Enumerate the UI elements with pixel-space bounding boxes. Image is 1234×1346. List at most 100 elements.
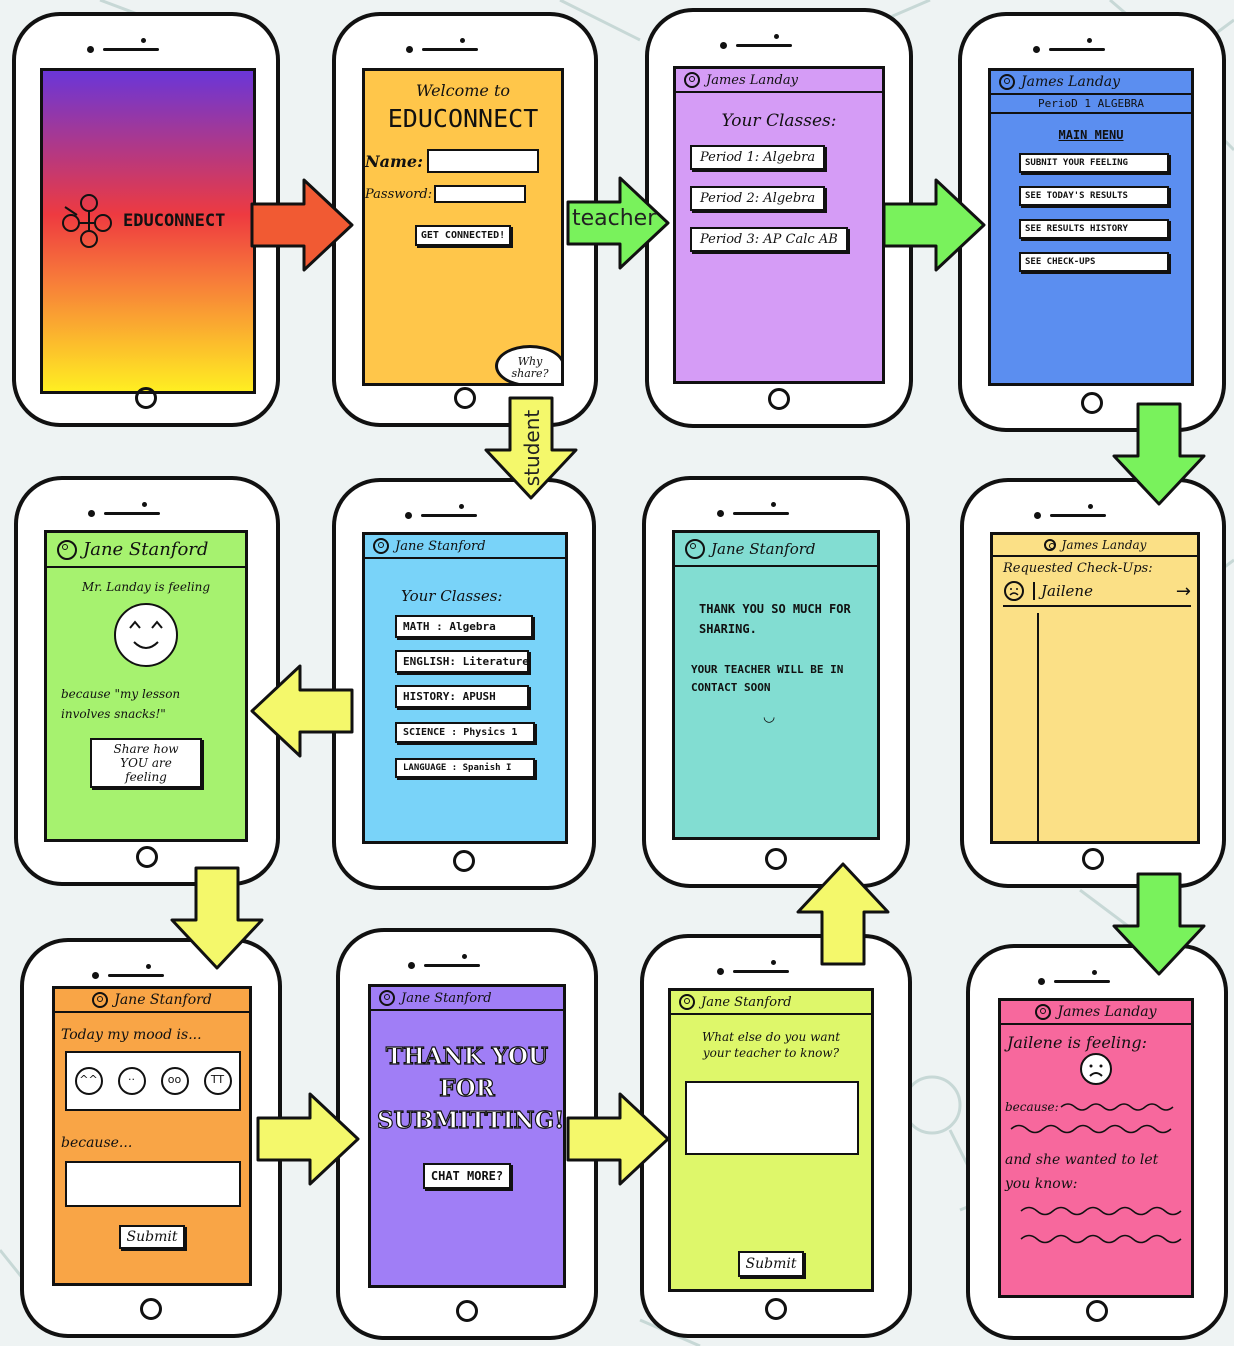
mood-surprised-icon[interactable]: oo (160, 1067, 189, 1095)
teacher-classes-screen: James Landay Your Classes: Period 1: Alg… (673, 66, 885, 384)
menu-item-todays-results[interactable]: SEE TODAY'S RESULTS (1019, 186, 1169, 206)
open-arrow-icon[interactable]: → (1175, 580, 1191, 602)
mood-picker[interactable]: ^^ ·· oo TT (65, 1051, 241, 1111)
class-item[interactable]: HISTORY: APUSH (395, 685, 529, 708)
phone-speaker (86, 964, 216, 982)
check-ups-screen: James Landay Requested Check-Ups: Jailen… (990, 532, 1200, 844)
login-app-name: EDUCONNECT (387, 104, 539, 133)
profile-icon (373, 538, 389, 554)
scribble-text (1020, 1234, 1182, 1244)
name-input[interactable] (427, 149, 540, 173)
home-button[interactable] (1081, 392, 1103, 414)
login-screen: Welcome to EDUCONNECT Name: Password: GE… (362, 68, 564, 386)
phone-chat: Jane Stanford What else do you want your… (640, 934, 912, 1338)
phone-speaker (402, 954, 532, 972)
flow-arrow-chat-to-thanks-contact (796, 862, 890, 966)
user-name: James Landay (706, 72, 798, 88)
phone-student-detail: James Landay Jailene is feeling: because… (966, 944, 1228, 1340)
home-button[interactable] (135, 387, 157, 409)
mood-screen: Jane Stanford Today my mood is... ^^ ·· … (52, 986, 252, 1286)
home-button[interactable] (1086, 1300, 1108, 1322)
submit-mood-button[interactable]: Submit (118, 1225, 186, 1249)
class-item[interactable]: ENGLISH: Literature (395, 650, 529, 673)
class-item[interactable]: MATH : Algebra (395, 615, 533, 638)
check-ups-header: James Landay (993, 535, 1197, 557)
mood-prompt: Today my mood is... (61, 1027, 202, 1043)
flow-arrow-splash-to-login (250, 178, 354, 272)
home-button[interactable] (765, 1298, 787, 1320)
flow-arrow-thanks-to-chat (566, 1092, 670, 1186)
thank-submit-screen: Jane Stanford THANK YOU FOR SUBMITTING! … (368, 984, 566, 1288)
sad-face-icon (1080, 1053, 1112, 1085)
chat-screen: Jane Stanford What else do you want your… (668, 988, 874, 1292)
detail-because: because: (1005, 1100, 1059, 1114)
profile-icon (684, 72, 700, 88)
user-name: James Landay (1057, 1004, 1157, 1020)
class-item[interactable]: SCIENCE : Physics 1 (395, 722, 535, 743)
phone-teacher-classes: James Landay Your Classes: Period 1: Alg… (645, 8, 913, 428)
share-feeling-button[interactable]: Share how YOU are feeling (90, 738, 202, 788)
mood-neutral-icon[interactable]: ·· (117, 1067, 146, 1095)
thank-submit-header: Jane Stanford (371, 987, 563, 1011)
user-name: James Landay (1021, 74, 1121, 90)
classes-title: Your Classes: (721, 111, 837, 131)
home-button[interactable] (765, 848, 787, 870)
mood-laughing-icon[interactable]: ^^ (74, 1067, 103, 1095)
class-item[interactable]: Period 3: AP Calc AB (690, 227, 848, 252)
home-button[interactable] (768, 388, 790, 410)
class-item[interactable]: Period 1: Algebra (690, 145, 826, 170)
scribble-text (1060, 1103, 1174, 1111)
user-name: Jane Stanford (114, 992, 212, 1008)
phone-speaker (1027, 38, 1157, 56)
name-label: Name: (365, 151, 424, 171)
teacher-classes-header: James Landay (676, 69, 882, 93)
get-connected-button[interactable]: GET CONNECTED! (414, 225, 512, 246)
home-button[interactable] (453, 850, 475, 872)
phone-thanks-contact: Jane Stanford THANK YOU SO MUCH FOR SHAR… (642, 476, 910, 888)
mood-crying-icon[interactable]: TT (203, 1067, 232, 1095)
menu-item-results-history[interactable]: SEE RESULTS HISTORY (1019, 219, 1169, 239)
mood-because: because... (61, 1135, 133, 1151)
chat-header: Jane Stanford (671, 991, 871, 1015)
flow-arrow-mood-to-thanks (256, 1092, 360, 1186)
home-button[interactable] (454, 387, 476, 409)
feeling-header: Jane Stanford (47, 533, 245, 568)
phone-speaker (82, 502, 212, 520)
check-ups-column-divider (1037, 613, 1039, 841)
detail-wanted: and she wanted to let you know: (1005, 1152, 1159, 1192)
password-input[interactable] (434, 185, 527, 203)
home-button[interactable] (456, 1300, 478, 1322)
class-item[interactable]: LANGUAGE : Spanish I (395, 758, 535, 778)
why-share-text: Why share? (511, 355, 549, 380)
student-classes-screen: Jane Stanford Your Classes: MATH : Algeb… (362, 532, 568, 844)
phone-mood: Jane Stanford Today my mood is... ^^ ·· … (20, 938, 282, 1338)
sad-face-icon (1004, 581, 1024, 601)
user-name: James Landay (1061, 538, 1147, 552)
chat-input[interactable] (685, 1081, 859, 1155)
menu-item-check-ups[interactable]: SEE CHECK-UPS (1019, 252, 1169, 272)
menu-item-submit-feeling[interactable]: SUBNIT YOUR FEELING (1019, 153, 1169, 173)
user-name: Jane Stanford (83, 539, 209, 560)
check-up-row[interactable]: Jailene → (1003, 580, 1191, 607)
check-up-student: Jailene (1033, 582, 1168, 600)
splash-app-name: EDUCONNECT (123, 211, 226, 231)
splash-logo: EDUCONNECT (59, 191, 249, 251)
phone-speaker (81, 38, 211, 56)
why-share-bubble[interactable]: Why share? (495, 345, 561, 383)
happy-face-icon (114, 603, 178, 667)
detail-heading: Jailene is feeling: (1007, 1033, 1147, 1052)
chat-more-button[interactable]: CHAT MORE? (422, 1163, 512, 1189)
home-button[interactable] (136, 846, 158, 868)
class-item[interactable]: Period 2: Algebra (690, 186, 826, 211)
phone-splash: EDUCONNECT (12, 12, 280, 427)
thanks-message: THANK YOU SO MUCH FOR SHARING. (699, 602, 851, 636)
submit-chat-button[interactable]: Submit (737, 1251, 805, 1277)
profile-icon (685, 539, 705, 559)
because-input[interactable] (65, 1161, 241, 1207)
home-button[interactable] (140, 1298, 162, 1320)
home-button[interactable] (1082, 848, 1104, 870)
profile-icon (679, 994, 695, 1010)
chat-prompt: What else do you want your teacher to kn… (701, 1030, 841, 1060)
flow-label-student: student (520, 409, 544, 487)
phone-check-ups: James Landay Requested Check-Ups: Jailen… (960, 478, 1226, 888)
